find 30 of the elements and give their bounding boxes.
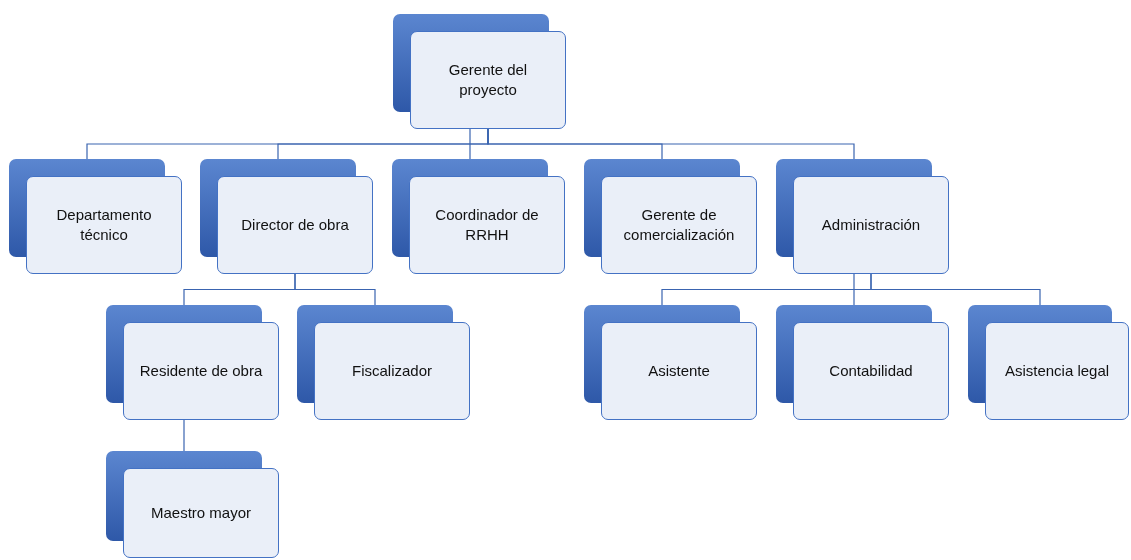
box-label: Maestro mayor [150, 503, 252, 523]
box-label: Administración [820, 215, 922, 235]
org-chart-box [393, 14, 566, 129]
org-chart-box [106, 305, 279, 420]
org-chart-box [584, 159, 757, 274]
org-chart-box [297, 305, 470, 420]
box-label: Gerente de comercialización [622, 205, 736, 245]
connector-line [183, 419, 185, 452]
org-chart-box [776, 305, 949, 420]
box-label: Departamento técnico [55, 205, 153, 245]
connector-line [294, 273, 376, 306]
box-label: Gerente del proyecto [447, 60, 529, 100]
org-chart-box [200, 159, 373, 274]
box-label: Contabilidad [828, 361, 914, 381]
box-label: Director de obra [240, 215, 350, 235]
org-chart-box [776, 159, 949, 274]
connector-line [469, 128, 471, 160]
org-chart-box [584, 305, 757, 420]
org-chart-box [392, 159, 565, 274]
box-label: Fiscalizador [351, 361, 433, 381]
box-label: Coordinador de RRHH [434, 205, 540, 245]
box-label: Asistente [647, 361, 711, 381]
org-chart-box [106, 451, 279, 558]
box-label: Residente de obra [138, 361, 264, 381]
org-chart-box [9, 159, 182, 274]
box-label: Asistencia legal [1003, 361, 1111, 381]
connector-line [853, 273, 855, 306]
connector-line [487, 128, 855, 160]
org-chart-box [968, 305, 1129, 420]
connector-line [870, 273, 1041, 306]
